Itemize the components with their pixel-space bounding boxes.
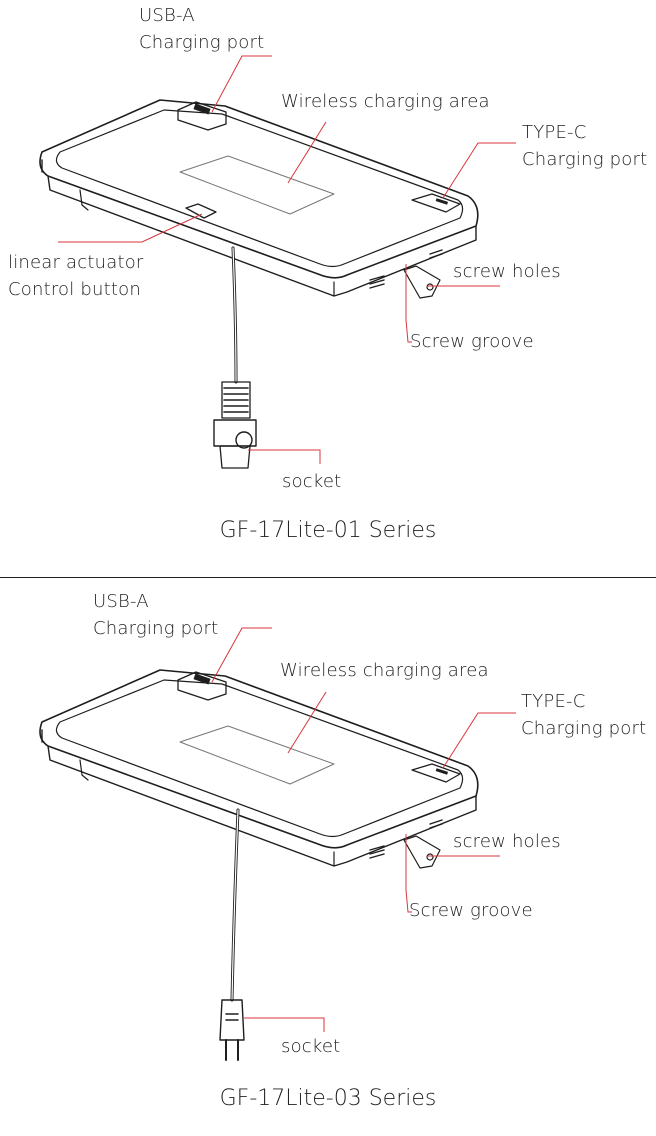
series-caption-03: GF-17Lite-03 Series (219, 1086, 437, 1111)
actuator-label-line1: linear actuator (8, 252, 144, 273)
type-c-label: TYPE-C Charging port (522, 119, 647, 173)
usb-a-label: USB-A Charging port (139, 2, 264, 56)
screw-holes-label: screw holes (453, 261, 561, 282)
type-c-label-03: TYPE-C Charging port (521, 688, 646, 742)
section-divider (0, 577, 656, 578)
usb-a-label-line2-03: Charging port (93, 618, 219, 639)
actuator-label-line2: Control button (8, 279, 141, 300)
usb-a-label-line1: USB-A (139, 5, 195, 26)
wireless-area-label: Wireless charging area (281, 91, 490, 112)
type-c-label-line2-03: Charging port (521, 718, 647, 739)
socket-label-03: socket (281, 1036, 341, 1057)
charger-tray-03 (39, 669, 479, 1061)
type-c-label-line1-03: TYPE-C (521, 691, 586, 712)
usb-a-label-03: USB-A Charging port (93, 588, 218, 642)
panel-gf17lite-01: USB-A Charging port Wireless charging ar… (0, 0, 656, 558)
type-c-label-line1: TYPE-C (522, 122, 587, 143)
device-drawing-03 (39, 627, 516, 1061)
usb-a-label-line1-03: USB-A (93, 591, 149, 612)
usb-a-label-line2: Charging port (139, 32, 265, 53)
series-caption-01: GF-17Lite-01 Series (219, 518, 437, 543)
callout-lines-03 (211, 627, 516, 1032)
screw-groove-label-03: Screw groove (409, 900, 533, 921)
screw-groove-label: Screw groove (410, 331, 534, 352)
device-drawing-01 (39, 55, 516, 469)
type-c-label-line2: Charging port (522, 149, 648, 170)
wireless-area-label-03: Wireless charging area (280, 660, 489, 681)
screw-holes-label-03: screw holes (453, 831, 561, 852)
panel-gf17lite-03: USB-A Charging port Wireless charging ar… (0, 578, 656, 1136)
actuator-button-label: linear actuator Control button (8, 249, 144, 303)
callout-lines-01 (58, 55, 516, 464)
socket-label: socket (282, 471, 342, 492)
charger-tray-01 (39, 99, 479, 469)
